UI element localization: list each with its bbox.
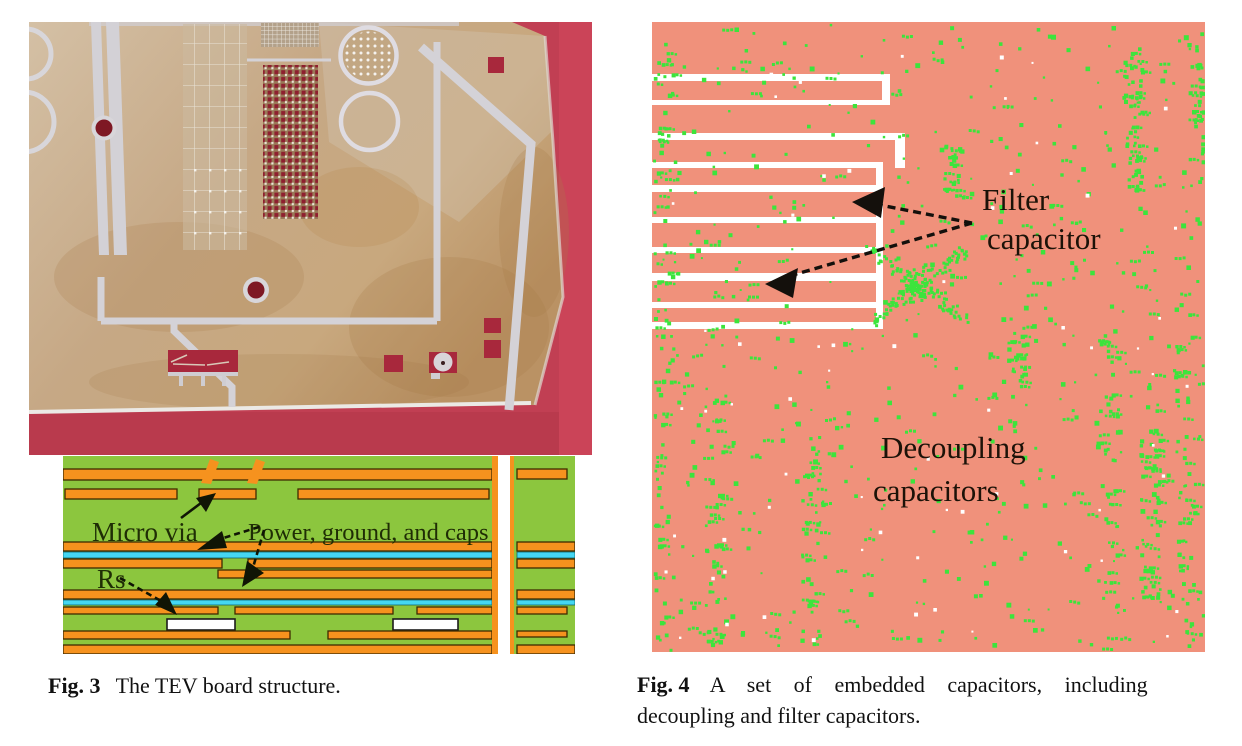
power-arrow-upper bbox=[197, 525, 260, 550]
test-pattern-grid bbox=[183, 24, 247, 250]
fig3-caption: Fig. 3 The TEV board structure. bbox=[48, 670, 608, 701]
copper-layers-left-section bbox=[63, 459, 493, 654]
filter-capacitor-comb bbox=[652, 74, 905, 329]
fig3-caption-text: The TEV board structure. bbox=[115, 673, 341, 698]
tev-board-photo bbox=[29, 22, 592, 455]
micro-via-label: Micro via bbox=[92, 517, 198, 547]
copper-layers-right-section bbox=[516, 468, 575, 654]
svg-text:Decoupling: Decoupling bbox=[881, 430, 1026, 465]
arrow-to-filter-capacitor-upper bbox=[852, 187, 973, 225]
filter-capacitor-label: Filter capacitor bbox=[982, 182, 1101, 256]
arrow-to-filter-capacitor-lower bbox=[765, 221, 973, 298]
power-arrow-lower bbox=[242, 529, 266, 587]
board-edge-separator bbox=[492, 456, 514, 654]
svg-text:capacitor: capacitor bbox=[987, 221, 1101, 256]
cutout-windows bbox=[168, 57, 504, 386]
svg-text:Filter: Filter bbox=[982, 182, 1050, 217]
fig4-caption-text-line1: A set of embedded capacitors, including bbox=[709, 672, 1148, 697]
fig4-caption-line1: Fig. 4 A set of embedded capacitors, incl… bbox=[637, 669, 1207, 700]
fig4-background bbox=[652, 22, 1205, 652]
fig4-caption-line2: decoupling and filter capacitors. bbox=[637, 703, 921, 728]
embedded-capacitors-image: Filter capacitor Decoupling capacitors bbox=[652, 22, 1205, 652]
power-ground-caps-label: Power, ground, and caps bbox=[248, 519, 489, 546]
fig3-caption-label: Fig. 3 bbox=[48, 673, 101, 698]
via-dot-array bbox=[263, 65, 318, 219]
embedded-resistor bbox=[392, 618, 459, 631]
drilled-hole bbox=[91, 115, 117, 141]
dot-grid-circle bbox=[338, 25, 399, 86]
tev-board-cross-section-diagram: Micro via Power, ground, and caps Rs bbox=[63, 456, 575, 654]
svg-text:capacitors: capacitors bbox=[873, 473, 999, 508]
drilled-hole bbox=[243, 277, 269, 303]
empty-ring bbox=[338, 90, 401, 153]
decoupling-capacitors-label: Decoupling capacitors bbox=[873, 430, 1026, 508]
speckle-layer bbox=[653, 23, 1205, 652]
trace-layer bbox=[29, 22, 536, 411]
rs-arrow bbox=[119, 576, 177, 615]
board-bottom-highlight bbox=[29, 401, 532, 414]
fig4-caption-label: Fig. 4 bbox=[637, 672, 690, 697]
micro-via-arrow bbox=[180, 493, 216, 520]
embedded-resistor bbox=[166, 618, 236, 631]
fine-mesh-grid bbox=[261, 23, 319, 47]
fig4-caption: Fig. 4 A set of embedded capacitors, incl… bbox=[637, 669, 1207, 731]
